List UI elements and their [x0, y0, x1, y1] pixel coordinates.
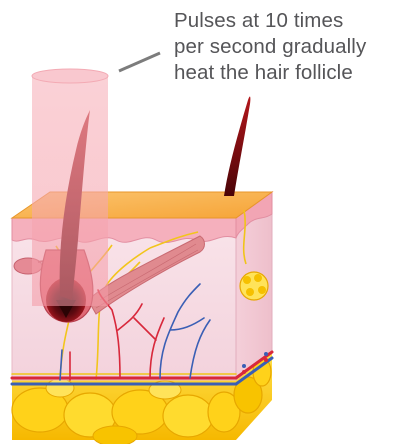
caption-pointer-line — [119, 53, 160, 71]
laser-beam-icon — [32, 69, 108, 306]
hair-shaft-right — [224, 97, 250, 196]
